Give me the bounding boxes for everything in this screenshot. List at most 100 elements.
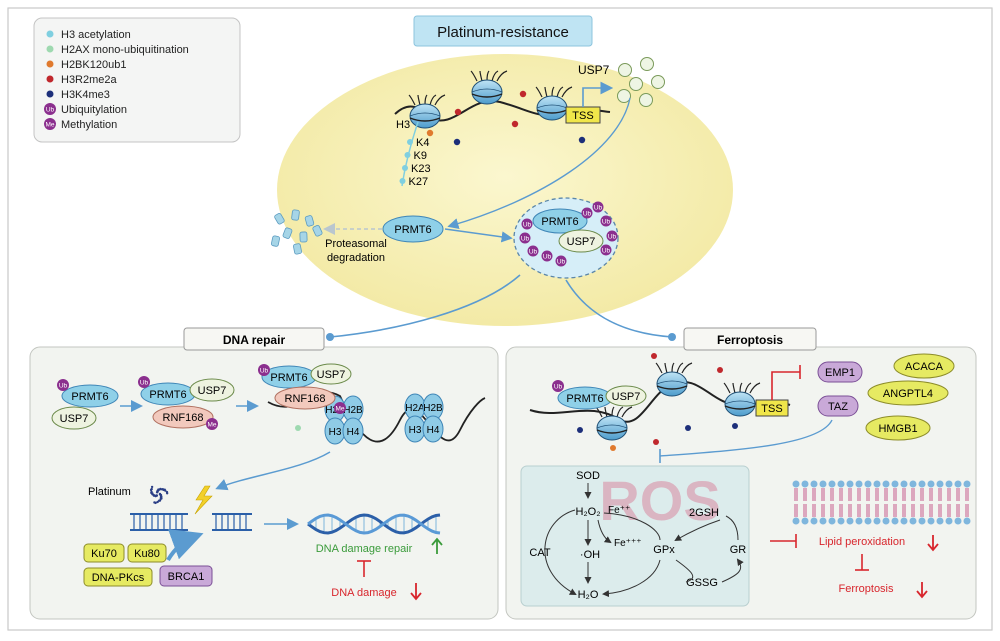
left-histone-3 bbox=[342, 417, 364, 445]
fr-nucleosome-1-tail bbox=[604, 406, 608, 418]
dr-rnf168-2-label: RNF168 bbox=[163, 412, 204, 424]
dr-prmt6-1-label: PRMT6 bbox=[71, 391, 108, 403]
lipid-head-bottom bbox=[810, 517, 818, 525]
angptl4-label: ANGPTL4 bbox=[883, 388, 933, 400]
lipid-head-top bbox=[927, 480, 935, 488]
hmgb1-label: HMGB1 bbox=[878, 423, 917, 435]
fr-histone-mark-6 bbox=[610, 445, 616, 451]
fr-nucleosome-1-dna-wrap bbox=[596, 429, 628, 434]
nucleosome-2-tail bbox=[496, 70, 508, 82]
proteasome-fragments bbox=[270, 209, 323, 255]
lipid-head-bottom bbox=[882, 517, 890, 525]
left-histone-label-2: H3 bbox=[329, 427, 342, 438]
lysine-mark-2 bbox=[402, 165, 408, 171]
cat-label: CAT bbox=[529, 547, 550, 559]
ku80-label: Ku80 bbox=[134, 548, 160, 560]
acaca-label: ACACA bbox=[905, 361, 944, 373]
fe3-label: Fe⁺⁺⁺ bbox=[614, 538, 642, 549]
lipid-head-bottom bbox=[918, 517, 926, 525]
dr-ub-2-text: Ub bbox=[140, 380, 149, 387]
green-up-arrow bbox=[431, 537, 443, 554]
fr-ub bbox=[552, 380, 564, 392]
damage-repair-label: DNA damage repair bbox=[316, 543, 413, 555]
fr-histone-mark-2 bbox=[577, 427, 583, 433]
lipid-head-top bbox=[846, 480, 854, 488]
complex-prmt6 bbox=[532, 208, 588, 234]
usp7-label-top: USP7 bbox=[578, 63, 610, 77]
fr-nucleosome-2-core bbox=[656, 371, 688, 397]
proteasome-label-1: Proteasomal bbox=[325, 238, 387, 250]
lipid-head-top bbox=[828, 480, 836, 488]
nucleosome-2-tail bbox=[491, 70, 499, 82]
usp7-to-prmt6-arrow bbox=[447, 97, 631, 230]
nucleosome-1-tail bbox=[429, 94, 437, 106]
lysine-label-2: K23 bbox=[411, 163, 431, 175]
complex-ub-7-text: Ub bbox=[602, 248, 611, 255]
red-down-arrow bbox=[410, 583, 422, 601]
fr-tss-inhibit bbox=[771, 371, 800, 400]
nucleosome-2 bbox=[470, 70, 508, 105]
taz-label: TAZ bbox=[828, 401, 848, 413]
histone-mark-2 bbox=[453, 138, 461, 146]
lysine-label-3: K27 bbox=[409, 176, 429, 188]
taz-box bbox=[817, 395, 859, 417]
nucleosome-2-core bbox=[471, 79, 503, 105]
complex-ub-1-text: Ub bbox=[521, 236, 530, 243]
fr-nucleosome-3-tail bbox=[723, 382, 731, 394]
dna-helix bbox=[307, 513, 441, 535]
fr-nucleosome-3-dna-wrap bbox=[724, 405, 756, 410]
lipid-head-top bbox=[801, 480, 809, 488]
complex-ub-7 bbox=[600, 244, 612, 256]
nucleosome-1-dna-wrap bbox=[409, 117, 441, 122]
lysine-mark-1 bbox=[404, 152, 411, 158]
ferroptosis-panel: Ferroptosis PRMT6 USP7 Ub TSS EMP1 TAZ A… bbox=[505, 327, 977, 620]
fr-nucleosome-1-tail bbox=[616, 406, 624, 418]
complex-ub-1 bbox=[519, 232, 531, 244]
damage-label: DNA damage bbox=[331, 587, 396, 599]
h3-label: H3 bbox=[396, 119, 410, 131]
dr-usp7-1-label: USP7 bbox=[60, 413, 89, 425]
lipid-head-bottom bbox=[909, 517, 917, 525]
lipid-head-top bbox=[909, 480, 917, 488]
proteasome-fragment-4 bbox=[299, 231, 308, 243]
legend-label-6: Methylation bbox=[61, 119, 117, 131]
lipid-head-top bbox=[837, 480, 845, 488]
lipid-head-top bbox=[810, 480, 818, 488]
nucleosome-1-core bbox=[409, 103, 441, 129]
usp7-circle-3 bbox=[651, 75, 665, 89]
nucleosome-3 bbox=[535, 86, 573, 121]
nucleosome-3-core bbox=[536, 95, 568, 121]
legend-badge-text-5: Ub bbox=[46, 107, 55, 114]
fr-nucleosome-1-band bbox=[596, 424, 628, 429]
h2o2-label: H₂O₂ bbox=[575, 506, 600, 518]
fr-prmt6-label: PRMT6 bbox=[566, 393, 603, 405]
complex-ub-6 bbox=[606, 230, 618, 242]
ferroptosis-result-label: Ferroptosis bbox=[838, 583, 894, 595]
gr-label: GR bbox=[730, 544, 747, 556]
fr-usp7-label: USP7 bbox=[612, 391, 641, 403]
lipid-head-bottom bbox=[837, 517, 845, 525]
dr-usp7-2-label: USP7 bbox=[198, 385, 227, 397]
complex-ub-5 bbox=[600, 215, 612, 227]
platinum-dot-20 bbox=[150, 485, 154, 489]
complex-ub-0-text: Ub bbox=[523, 222, 532, 229]
usp7-circle-2 bbox=[629, 77, 643, 91]
legend-label-3: H3R2me2a bbox=[61, 74, 118, 86]
gsh-label: 2GSH bbox=[689, 507, 719, 519]
complex-ub-2-text: Ub bbox=[529, 249, 538, 256]
dna-repair-panel: DNA repair PRMT6 USP7 PRMT6 USP7 RNF168 … bbox=[29, 327, 499, 620]
h2ax-mark bbox=[295, 425, 301, 431]
dna-repair-title: DNA repair bbox=[223, 333, 286, 347]
legend-marker-1 bbox=[46, 45, 54, 53]
histone-mark-1 bbox=[454, 108, 462, 116]
lipid-head-top bbox=[900, 480, 908, 488]
lipid-head-bottom bbox=[963, 517, 971, 525]
oh-label: ·OH bbox=[580, 549, 600, 561]
nucleosome-3-tail bbox=[544, 86, 548, 98]
proteasome-fragment-5 bbox=[312, 225, 323, 237]
lipid-head-top bbox=[819, 480, 827, 488]
platinum-dot-33 bbox=[150, 487, 153, 491]
lipid-head-bottom bbox=[819, 517, 827, 525]
